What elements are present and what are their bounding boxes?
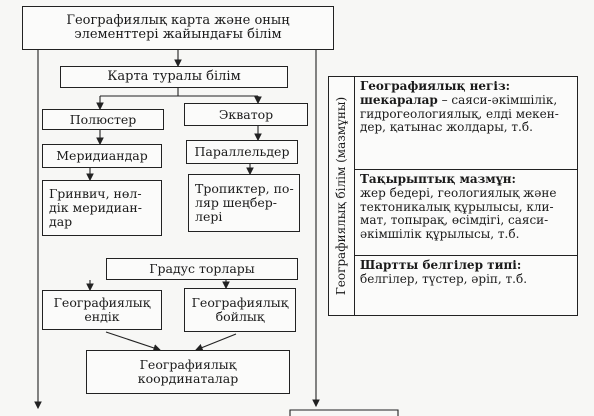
greenwich-label: Гринвич, нөл- дік меридиан- дар [49, 186, 142, 229]
panel-side-label: Географиялық білім (мазмұны) [329, 77, 355, 315]
coordinates-node: Географиялық координаталар [86, 350, 290, 394]
degree-grid-label: Градус торлары [149, 261, 255, 277]
bottom-box-edge [289, 409, 399, 416]
parallels-node: Параллельдер [186, 140, 298, 164]
map-knowledge-label: Карта туралы білім [107, 68, 241, 84]
tropics-label: Тропиктер, по- ляр шеңбер- лері [195, 181, 294, 224]
greenwich-node: Гринвич, нөл- дік меридиан- дар [42, 180, 162, 236]
meridians-node: Меридиандар [42, 144, 162, 168]
equator-label: Экватор [218, 106, 274, 122]
equator-node: Экватор [184, 103, 308, 126]
geo-knowledge-panel: Географиялық білім (мазмұны) Географиялы… [328, 76, 578, 316]
root-node-label: Географиялық карта және оның элементтері… [66, 12, 290, 42]
meridians-label: Меридиандар [56, 148, 148, 164]
poles-node: Полюстер [42, 109, 164, 130]
section-geo-base-body: – саяси-әкімшілік, гидрогеологиялық, елд… [360, 92, 559, 135]
panel-section-geo-base: Географиялық негіз: шекаралар – саяси-әк… [355, 77, 577, 169]
section-symbols-head: Шартты белгілер типі: [360, 258, 522, 272]
panel-section-symbols: Шартты белгілер типі: белгілер, түстер, … [355, 255, 577, 315]
section-symbols-body: белгілер, түстер, әріп, т.б. [360, 271, 528, 286]
longitude-label: Географиялық бойлық [191, 295, 289, 324]
poles-label: Полюстер [69, 111, 137, 127]
latitude-node: Географиялық ендік [42, 290, 162, 330]
longitude-node: Географиялық бойлық [184, 288, 296, 332]
root-node: Географиялық карта және оның элементтері… [22, 6, 334, 50]
panel-side-text: Географиялық білім (мазмұны) [334, 96, 349, 296]
section-geo-base-head: Географиялық негіз: [360, 79, 511, 93]
section-geo-base-lead: шекаралар [360, 92, 438, 107]
section-thematic-head: Тақырыптық мазмұн: [360, 172, 516, 186]
panel-section-thematic: Тақырыптық мазмұн: жер бедері, геологиял… [355, 169, 577, 255]
degree-grid-node: Градус торлары [106, 258, 298, 280]
map-knowledge-node: Карта туралы білім [60, 66, 288, 88]
tropics-node: Тропиктер, по- ляр шеңбер- лері [188, 174, 300, 232]
latitude-label: Географиялық ендік [53, 295, 151, 324]
latitude-to-coords-arrow [105, 331, 162, 352]
coordinates-label: Географиялық координаталар [137, 357, 239, 386]
parallels-label: Параллельдер [194, 144, 290, 160]
longitude-to-coords-arrow [194, 333, 237, 352]
section-thematic-body: жер бедері, геологиялық және тектоникалы… [360, 185, 557, 242]
